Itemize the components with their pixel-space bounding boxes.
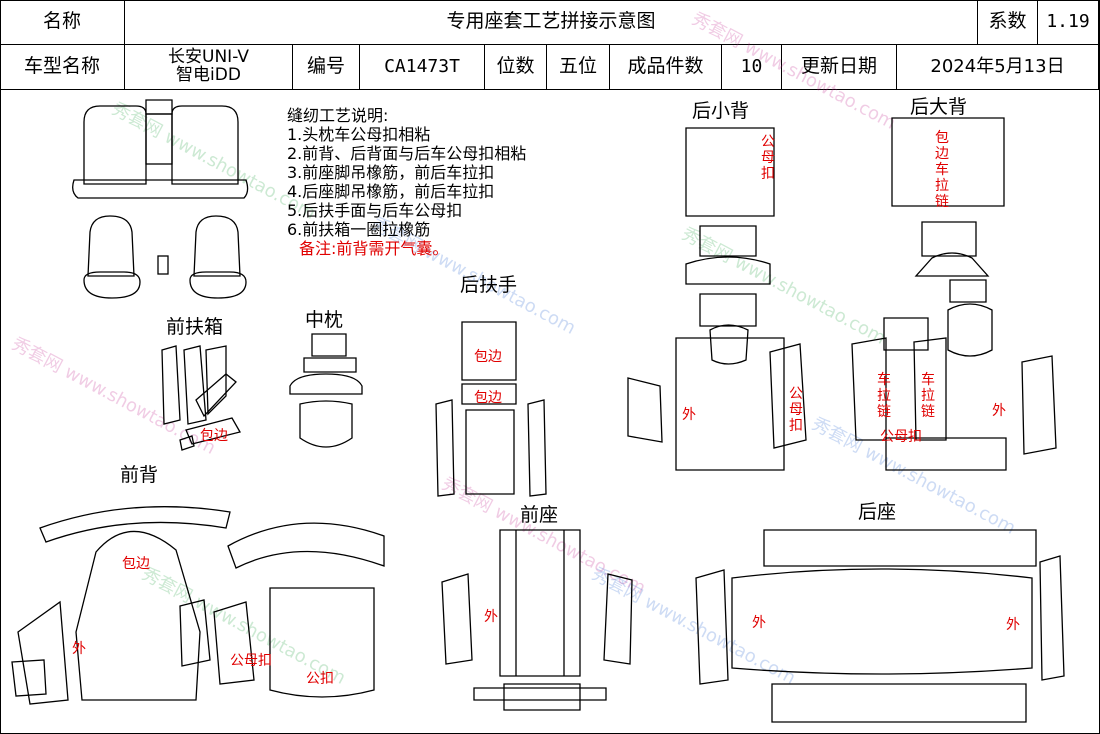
center-pillow-pieces [289, 333, 363, 448]
annotation-baobian: 包边 [200, 428, 228, 444]
pieces-label: 成品件数 [610, 45, 722, 90]
annotation-baobian: 包边 [122, 556, 150, 572]
annotation-gongmukou: 公母扣 [789, 386, 803, 434]
annotation-baobian: 包边 [474, 349, 502, 365]
section-rear-big-back: 后大背 [910, 96, 968, 118]
diagram-title: 专用座套工艺拼接示意图 [125, 0, 978, 45]
note-item: 2.前背、后背面与后车公母扣相粘 [287, 144, 527, 163]
notes-remark: 备注:前背需开气囊。 [299, 239, 449, 258]
annotation-wai: 外 [72, 641, 86, 657]
notes-heading: 缝纫工艺说明: [287, 106, 389, 125]
note-item: 4.后座脚吊橡筋，前后车拉扣 [287, 182, 495, 201]
annotation-baobian-chelalian: 包边车拉链 [935, 130, 949, 210]
code-value: CA1473T [360, 45, 485, 90]
model-value: 长安UNI-V 智电iDD [125, 45, 293, 90]
model-label: 车型名称 [0, 45, 125, 90]
note-item: 1.头枕车公母扣相粘 [287, 125, 431, 144]
front-seat-thumbnail [83, 215, 247, 299]
update-value: 2024年5月13日 [897, 45, 1099, 90]
section-front-seat: 前座 [520, 504, 559, 526]
rear-small-back-pieces [627, 127, 807, 471]
annotation-gongmukou: 公母扣 [880, 429, 922, 445]
name-label: 名称 [0, 0, 125, 45]
section-rear-small-back: 后小背 [692, 100, 750, 122]
sewing-notes: 缝纫工艺说明: 1.头枕车公母扣相粘 2.前背、后背面与后车公母扣相粘 3.前座… [287, 106, 526, 258]
rear-seat-pieces [695, 529, 1065, 723]
annotation-baobian: 包边 [474, 390, 502, 406]
rear-seat-thumbnail [72, 99, 249, 199]
section-center-pillow: 中枕 [305, 309, 344, 331]
annotation-chelalian: 车拉链 [877, 372, 891, 420]
coef-value: 1.19 [1038, 0, 1099, 45]
section-front-back: 前背 [120, 464, 159, 486]
seats-value: 五位 [547, 45, 610, 90]
note-item: 3.前座脚吊橡筋，前后车拉扣 [287, 163, 495, 182]
section-rear-armrest: 后扶手 [460, 274, 518, 296]
rear-armrest-pieces [435, 321, 547, 497]
section-rear-seat: 后座 [858, 501, 897, 523]
section-front-armbox: 前扶箱 [166, 316, 224, 338]
note-item: 5.后扶手面与后车公母扣 [287, 201, 463, 220]
annotation-wai: 外 [752, 615, 766, 631]
model-line1: 长安UNI-V [168, 47, 249, 68]
annotation-wai: 外 [1006, 617, 1020, 633]
model-line2: 智电iDD [176, 65, 241, 85]
rear-big-back-pieces [851, 117, 1057, 471]
note-item: 6.前扶箱一圈拉橡筋 [287, 220, 431, 239]
front-back-pieces [11, 506, 385, 705]
front-armbox-pieces [161, 345, 241, 451]
annotation-wai: 外 [484, 609, 498, 625]
pieces-value: 10 [722, 45, 782, 90]
annotation-gongkou: 公扣 [306, 671, 334, 687]
annotation-wai: 外 [992, 403, 1006, 419]
seats-label: 位数 [485, 45, 547, 90]
code-label: 编号 [293, 45, 360, 90]
annotation-gongmukou: 公母扣 [761, 134, 775, 182]
update-label: 更新日期 [782, 45, 897, 90]
annotation-chelalian: 车拉链 [921, 372, 935, 420]
front-seat-pieces [441, 529, 633, 711]
annotation-wai: 外 [682, 407, 696, 423]
annotation-gongmukou: 公母扣 [230, 653, 272, 669]
coef-label: 系数 [978, 0, 1038, 45]
